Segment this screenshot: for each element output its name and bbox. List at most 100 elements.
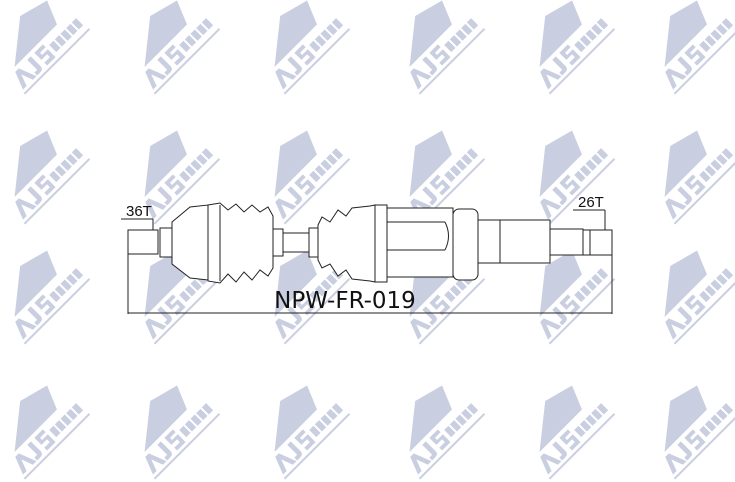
watermark-letter-shape: [184, 285, 197, 297]
watermark-letter-shape: [34, 429, 56, 451]
watermark-tile: [274, 130, 351, 225]
watermark-tile: [409, 0, 486, 95]
watermark-letter-shape: [34, 174, 56, 196]
watermark-letter-shape: [326, 273, 338, 286]
watermark-tile: [664, 0, 735, 95]
watermark-letter-shape: [429, 429, 451, 451]
watermark-logo-shape: [274, 385, 317, 452]
watermark-letter-shape: [585, 414, 597, 426]
watermark-letter-shape: [410, 453, 432, 475]
watermark-logo-shape: [664, 130, 707, 197]
watermark-tile: [664, 130, 735, 225]
watermark-tile: [144, 130, 221, 225]
watermark-letter-shape: [540, 453, 562, 475]
left-spline-count: 36T: [126, 203, 152, 220]
watermark-underline: [548, 158, 616, 225]
watermark-letter-shape: [196, 408, 208, 421]
watermark-letter-shape: [410, 198, 432, 220]
watermark-underline: [418, 28, 486, 95]
watermark-logo-shape: [539, 0, 582, 67]
watermark-underline: [673, 28, 735, 95]
watermark-letter-shape: [309, 170, 321, 183]
watermark-letter-shape: [704, 35, 717, 47]
watermark-letter-shape: [60, 279, 72, 291]
left-collar: [159, 227, 173, 258]
watermark-letter-shape: [49, 40, 61, 53]
watermark-letter-shape: [294, 294, 316, 316]
watermark-letter-shape: [591, 273, 603, 286]
watermark-letter-shape: [15, 318, 37, 340]
watermark-underline: [283, 413, 351, 480]
watermark-letter-shape: [157, 56, 172, 76]
watermark-underline: [153, 413, 221, 480]
watermark-letter-shape: [54, 165, 67, 177]
watermark-letter-shape: [331, 403, 344, 415]
watermark-letter-shape: [665, 198, 687, 220]
watermark-letter-shape: [320, 29, 332, 41]
watermark-letter-shape: [591, 23, 603, 36]
watermark-letter-shape: [157, 186, 172, 206]
watermark-letter-shape: [275, 318, 297, 340]
watermark-letter-shape: [54, 420, 67, 432]
watermark-logo-shape: [664, 385, 707, 452]
watermark-tile: [274, 385, 351, 480]
housing-flange: [452, 208, 479, 281]
watermark-letter-shape: [27, 306, 42, 326]
watermark-letter-shape: [320, 414, 332, 426]
watermark-letter-shape: [275, 198, 297, 220]
watermark-letter-shape: [455, 279, 467, 291]
watermark-logo-shape: [539, 250, 582, 317]
left-spline-stub: [127, 229, 159, 255]
watermark-letter-shape: [164, 44, 186, 66]
watermark-logo-shape: [539, 130, 582, 197]
shaft-collar-2: [308, 227, 319, 258]
watermark-logo-shape: [409, 0, 452, 67]
watermark-letter-shape: [449, 35, 462, 47]
watermark-letter-shape: [71, 18, 84, 30]
watermark-letter-shape: [466, 18, 479, 30]
watermark-letter-shape: [716, 23, 728, 36]
watermark-letter-shape: [314, 35, 327, 47]
watermark-logo-shape: [144, 130, 187, 197]
watermark-letter-shape: [314, 285, 327, 297]
watermark-letter-shape: [201, 148, 214, 160]
watermark-letter-shape: [410, 318, 432, 340]
watermark-letter-shape: [326, 23, 338, 36]
watermark-letter-shape: [201, 18, 214, 30]
watermark-letter-shape: [326, 408, 338, 421]
outer-cv-joint: [171, 204, 209, 281]
watermark-letter-shape: [677, 441, 692, 461]
watermark-letter-shape: [184, 165, 197, 177]
watermark-letter-shape: [677, 56, 692, 76]
watermark-letter-shape: [294, 44, 316, 66]
watermark-underline: [548, 28, 616, 95]
watermark-letter-shape: [665, 318, 687, 340]
watermark-letter-shape: [201, 403, 214, 415]
watermark-letter-shape: [164, 429, 186, 451]
watermark-letter-shape: [444, 170, 456, 183]
right-spline-count: 26T: [578, 194, 604, 211]
watermark-letter-shape: [422, 441, 437, 461]
watermark-underline: [418, 413, 486, 480]
watermark-letter-shape: [145, 318, 167, 340]
watermark-letter-shape: [461, 408, 473, 421]
watermark-letter-shape: [287, 306, 302, 326]
watermark-letter-shape: [275, 453, 297, 475]
watermark-letter-shape: [677, 306, 692, 326]
watermark-logo-shape: [14, 0, 57, 67]
watermark-letter-shape: [684, 174, 706, 196]
watermark-tile: [14, 130, 91, 225]
watermark-underline: [153, 28, 221, 95]
watermark-letter-shape: [721, 268, 734, 280]
watermark-tile: [539, 130, 616, 225]
watermark-letter-shape: [71, 268, 84, 280]
watermark-tile: [664, 250, 735, 345]
watermark-letter-shape: [699, 170, 711, 183]
watermark-letter-shape: [579, 420, 592, 432]
watermark-letter-shape: [591, 408, 603, 421]
watermark-tile: [539, 250, 616, 345]
watermark-underline: [673, 413, 735, 480]
watermark-letter-shape: [552, 306, 567, 326]
watermark-letter-shape: [559, 174, 581, 196]
watermark-logo-shape: [539, 385, 582, 452]
